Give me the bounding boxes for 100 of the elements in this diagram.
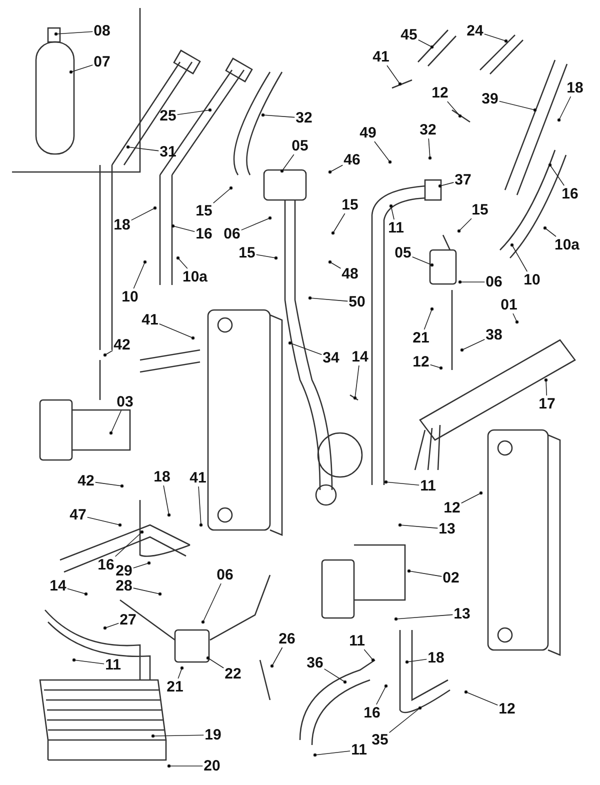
callout-number: 48 — [342, 266, 358, 282]
leader-line — [86, 516, 122, 527]
callout-number: 11 — [420, 478, 436, 494]
leader-line — [512, 313, 519, 324]
leader-line — [557, 96, 572, 122]
callout-number: 32 — [420, 122, 436, 138]
leader-line — [212, 186, 233, 204]
callout-number: 14 — [352, 350, 368, 364]
leader-line — [447, 101, 462, 118]
leader-line — [178, 666, 184, 679]
callout-number: 13 — [438, 522, 456, 536]
callout-number: 34 — [322, 350, 340, 366]
leader-line — [114, 530, 144, 557]
leader-line — [418, 39, 434, 49]
callout-number: 50 — [348, 294, 366, 310]
callout-number: 16 — [364, 706, 380, 720]
leader-line — [457, 218, 472, 233]
leader-line — [430, 364, 443, 370]
callout-number: 21 — [166, 680, 184, 694]
callout-number: 16 — [98, 558, 114, 572]
callout-number: 41 — [142, 312, 158, 328]
leader-line — [130, 206, 157, 221]
callout-number: 10a — [554, 238, 580, 252]
leader-line — [94, 482, 124, 488]
leader-line — [412, 256, 434, 267]
callout-number: 12 — [432, 86, 448, 100]
leader-line — [438, 182, 454, 188]
leader-line — [198, 486, 203, 527]
leader-line — [394, 614, 454, 621]
callout-number: 05 — [394, 246, 412, 260]
callout-number: 42 — [78, 474, 94, 488]
callout-number: 16 — [562, 186, 578, 202]
leader-line — [133, 260, 147, 289]
leader-line — [176, 256, 188, 269]
callout-number: 27 — [120, 612, 136, 628]
callout-number: 12 — [444, 500, 460, 516]
callout-number: 18 — [566, 80, 584, 96]
leader-line — [308, 296, 348, 302]
callout-number: 15 — [238, 246, 256, 260]
callout-number: 18 — [154, 470, 170, 484]
callout-number: 19 — [204, 728, 222, 742]
leader-line — [405, 658, 428, 664]
callout-number: 11 — [388, 220, 404, 236]
callout-number: 15 — [342, 198, 358, 212]
callout-number: 15 — [196, 204, 212, 218]
callout-number: 08 — [94, 24, 110, 38]
leader-line — [288, 341, 322, 355]
leader-line — [163, 485, 171, 517]
leader-line — [176, 108, 212, 116]
callout-number: 25 — [160, 108, 176, 124]
leader-line — [548, 163, 565, 186]
leader-line — [261, 113, 296, 118]
callout-number: 49 — [360, 126, 376, 140]
callout-number: 45 — [400, 28, 418, 42]
callout-number: 41 — [372, 50, 390, 64]
leader-line — [206, 656, 224, 668]
callout-number: 36 — [306, 656, 324, 670]
leader-line — [103, 622, 120, 630]
leader-line — [328, 260, 342, 269]
callout-number: 06 — [216, 568, 234, 582]
callout-number: 07 — [94, 54, 110, 70]
leader-line — [201, 583, 222, 624]
callout-number: 28 — [116, 578, 132, 594]
leader-line — [364, 649, 375, 662]
leader-line — [510, 243, 528, 272]
callout-number: 35 — [372, 732, 388, 748]
callout-number: 31 — [160, 144, 176, 160]
leader-line — [398, 523, 438, 529]
leader-line — [386, 65, 402, 86]
callout-number: 24 — [466, 24, 484, 38]
leader-line — [544, 378, 548, 396]
callout-number: 18 — [114, 218, 130, 232]
leader-line — [240, 216, 272, 230]
leader-line — [384, 480, 420, 486]
leader-line — [280, 154, 294, 173]
leader-line — [54, 31, 94, 36]
leader-line — [313, 750, 350, 757]
callout-number: 41 — [190, 470, 206, 486]
callout-number: 38 — [486, 328, 502, 342]
leader-line — [376, 684, 388, 705]
callout-number: 01 — [500, 298, 518, 312]
leader-line — [132, 588, 162, 596]
callout-number: 03 — [116, 394, 134, 410]
callout-number: 37 — [454, 172, 472, 188]
callout-number: 29 — [116, 564, 132, 578]
callout-number: 02 — [442, 570, 460, 586]
leader-line — [424, 307, 434, 330]
leader-line — [103, 350, 114, 357]
callout-number: 14 — [50, 578, 66, 594]
leader-line — [132, 561, 151, 568]
leader-line — [324, 668, 347, 684]
leader-line — [328, 164, 344, 174]
leader-line — [458, 280, 486, 284]
leader-line — [484, 34, 508, 43]
callout-number: 05 — [292, 138, 308, 154]
callout-number: 26 — [278, 632, 296, 646]
callout-number: 20 — [204, 758, 220, 774]
callout-number: 22 — [224, 666, 242, 682]
leader-line — [464, 690, 498, 706]
leader-line — [167, 764, 204, 768]
